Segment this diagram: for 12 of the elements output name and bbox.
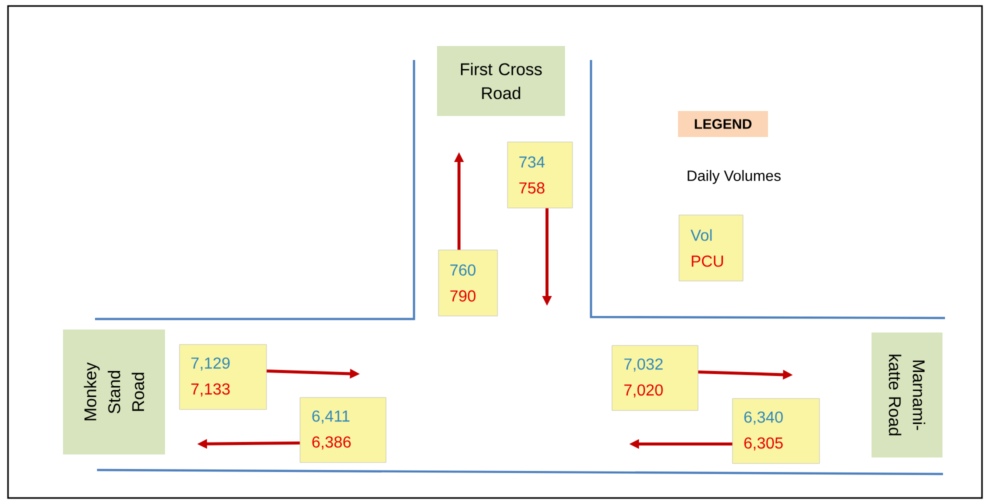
- legend-note: Daily Volumes: [688, 170, 781, 184]
- count-box: 7,129 7,133: [179, 344, 267, 410]
- legend-heading: LEGEND: [678, 111, 768, 137]
- count-box: Vol PCU: [678, 214, 744, 282]
- count-box: 6,340 6,305: [732, 398, 820, 464]
- road-name-box: Monkey Stand Road: [63, 330, 165, 454]
- road-name-box: Marnami- katte Road: [872, 332, 942, 458]
- count-box: 7,032 7,020: [612, 345, 698, 411]
- road-name-box: First Cross Road: [437, 46, 565, 116]
- count-box: 734 758: [507, 142, 573, 208]
- count-box: 6,411 6,386: [300, 397, 386, 463]
- count-box: 760 790: [438, 250, 498, 316]
